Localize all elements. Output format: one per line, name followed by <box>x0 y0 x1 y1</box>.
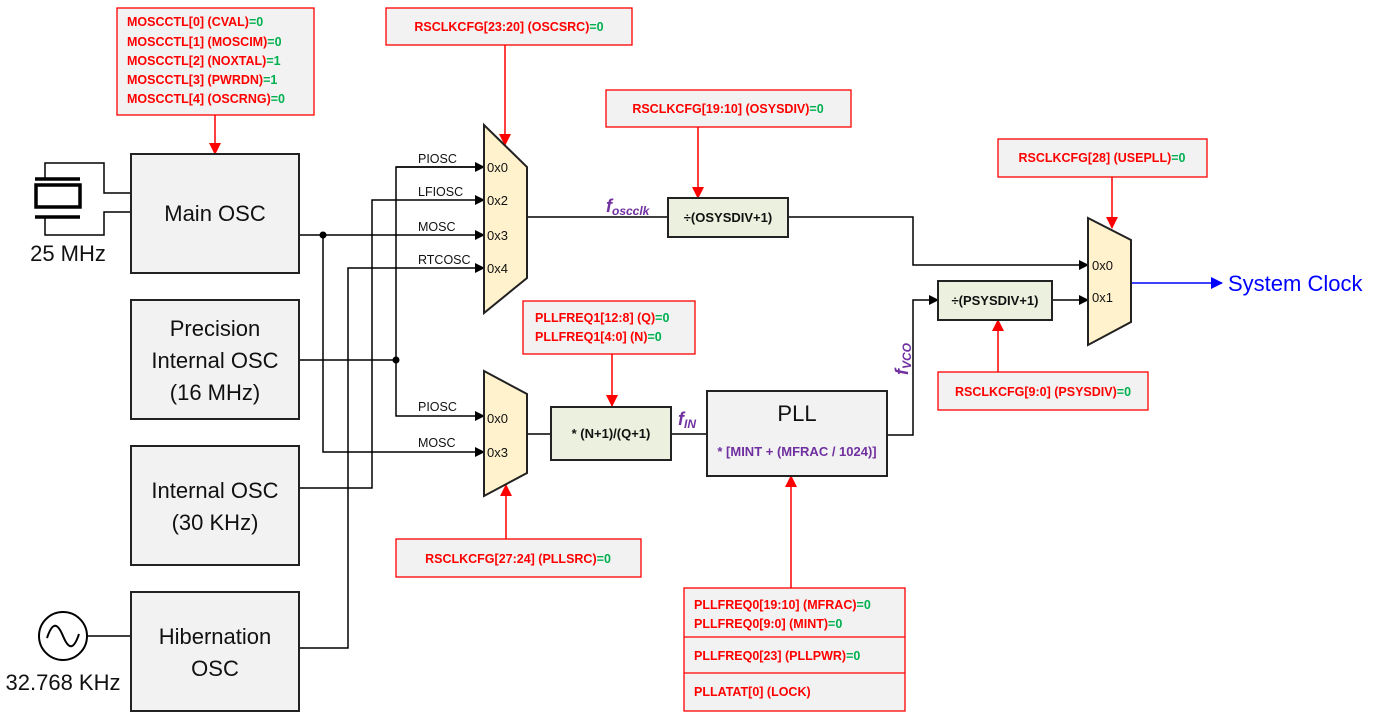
svg-text:MOSCCTL[1] (MOSCIM)=0: MOSCCTL[1] (MOSCIM)=0 <box>127 35 282 49</box>
signal-mosc: MOSC <box>418 220 456 234</box>
crystal-icon <box>34 177 82 219</box>
svg-text:(30 KHz): (30 KHz) <box>172 510 259 535</box>
register-osysdiv: RSCLKCFG[19:10] (OSYSDIV)=0 <box>605 89 852 128</box>
register-lock: PLLATAT[0] (LOCK) <box>694 685 811 699</box>
pll-block: PLL * [MINT + (MFRAC / 1024)] <box>706 390 888 477</box>
svg-text:0x1: 0x1 <box>1092 290 1113 305</box>
svg-text:0x4: 0x4 <box>487 261 508 276</box>
precision-internal-osc-block: Precision Internal OSC (16 MHz) <box>130 299 300 420</box>
svg-text:PLLFREQ1[4:0] (N)=0: PLLFREQ1[4:0] (N)=0 <box>535 330 662 344</box>
register-pllfreq1: PLLFREQ1[12:8] (Q)=0 PLLFREQ1[4:0] (N)=0 <box>522 300 696 355</box>
svg-text:0x2: 0x2 <box>487 193 508 208</box>
register-arrows <box>209 45 1118 588</box>
svg-text:0x3: 0x3 <box>487 228 508 243</box>
crystal-frequency: 25 MHz <box>30 241 106 266</box>
osc-source-mux: 0x0 0x2 0x3 0x4 <box>483 122 528 316</box>
signal-mosc-pll: MOSC <box>418 436 456 450</box>
system-clock-label: System Clock <box>1228 271 1363 296</box>
signal-piosc: PIOSC <box>418 152 457 166</box>
psysdiv-divider: ÷(PSYSDIV+1) <box>937 280 1053 321</box>
svg-text:(16 MHz): (16 MHz) <box>170 380 260 405</box>
svg-text:÷(PSYSDIV+1): ÷(PSYSDIV+1) <box>952 293 1039 308</box>
register-pllfreq0: PLLFREQ0[19:10] (MFRAC)=0 PLLFREQ0[9:0] … <box>683 587 906 712</box>
svg-text:MOSCCTL[4] (OSCRNG)=0: MOSCCTL[4] (OSCRNG)=0 <box>127 92 285 106</box>
svg-text:RSCLKCFG[9:0] (PSYSDIV)=0: RSCLKCFG[9:0] (PSYSDIV)=0 <box>955 385 1131 399</box>
svg-text:Internal OSC: Internal OSC <box>151 348 278 373</box>
svg-text:PLLFREQ0[9:0] (MINT)=0: PLLFREQ0[9:0] (MINT)=0 <box>694 617 842 631</box>
internal-osc-block: Internal OSC (30 KHz) <box>130 445 300 566</box>
signal-lfiosc: LFIOSC <box>418 185 463 199</box>
svg-text:Main OSC: Main OSC <box>164 201 266 226</box>
signal-fvco: fVCO <box>892 342 914 375</box>
wires <box>44 162 1223 649</box>
register-oscsrc: RSCLKCFG[23:20] (OSCSRC)=0 <box>385 7 633 46</box>
svg-text:* [MINT + (MFRAC / 1024)]: * [MINT + (MFRAC / 1024)] <box>717 444 876 459</box>
osysdiv-divider: ÷(OSYSDIV+1) <box>667 197 789 238</box>
signal-rtcosc: RTCOSC <box>418 253 471 267</box>
signal-fin: fIN <box>678 409 696 431</box>
svg-text:MOSCCTL[0] (CVAL)=0: MOSCCTL[0] (CVAL)=0 <box>127 15 263 29</box>
hibernation-frequency: 32.768 KHz <box>6 670 121 695</box>
pll-source-mux: 0x0 0x3 <box>483 369 528 498</box>
hibernation-osc-block: Hibernation OSC <box>130 591 300 712</box>
svg-text:RSCLKCFG[19:10] (OSYSDIV)=0: RSCLKCFG[19:10] (OSYSDIV)=0 <box>632 102 823 116</box>
svg-text:RSCLKCFG[27:24] (PLLSRC)=0: RSCLKCFG[27:24] (PLLSRC)=0 <box>425 552 611 566</box>
nq-divider: * (N+1)/(Q+1) <box>550 406 672 461</box>
svg-text:PLLFREQ0[19:10] (MFRAC)=0: PLLFREQ0[19:10] (MFRAC)=0 <box>694 598 871 612</box>
svg-text:MOSCCTL[2] (NOXTAL)=1: MOSCCTL[2] (NOXTAL)=1 <box>127 54 281 68</box>
svg-text:0x0: 0x0 <box>487 411 508 426</box>
svg-text:0x0: 0x0 <box>487 160 508 175</box>
svg-text:Internal OSC: Internal OSC <box>151 478 278 503</box>
svg-text:÷(OSYSDIV+1): ÷(OSYSDIV+1) <box>684 210 772 225</box>
svg-text:Precision: Precision <box>170 316 260 341</box>
svg-text:0x0: 0x0 <box>1092 258 1113 273</box>
register-usepll: RSCLKCFG[28] (USEPLL)=0 <box>997 138 1208 178</box>
signal-piosc-pll: PIOSC <box>418 400 457 414</box>
svg-text:RSCLKCFG[28] (USEPLL)=0: RSCLKCFG[28] (USEPLL)=0 <box>1018 151 1185 165</box>
main-osc-block: Main OSC <box>130 153 300 274</box>
svg-text:RSCLKCFG[23:20] (OSCSRC)=0: RSCLKCFG[23:20] (OSCSRC)=0 <box>414 20 603 34</box>
svg-text:Hibernation: Hibernation <box>159 624 272 649</box>
register-pllpwr: PLLFREQ0[23] (PLLPWR)=0 <box>694 649 860 663</box>
register-psysdiv: RSCLKCFG[9:0] (PSYSDIV)=0 <box>937 371 1149 411</box>
sine-source-icon <box>38 611 88 661</box>
system-clock-mux: 0x0 0x1 <box>1087 216 1132 347</box>
svg-text:PLL: PLL <box>777 401 816 426</box>
svg-text:* (N+1)/(Q+1): * (N+1)/(Q+1) <box>572 426 651 441</box>
svg-text:OSC: OSC <box>191 656 239 681</box>
svg-text:PLLFREQ1[12:8] (Q)=0: PLLFREQ1[12:8] (Q)=0 <box>535 311 669 325</box>
register-moscctl: MOSCCTL[0] (CVAL)=0 MOSCCTL[1] (MOSCIM)=… <box>116 7 315 116</box>
signal-fosc: foscclk <box>606 196 651 218</box>
svg-text:0x3: 0x3 <box>487 445 508 460</box>
svg-text:MOSCCTL[3] (PWRDN)=1: MOSCCTL[3] (PWRDN)=1 <box>127 73 277 87</box>
register-pllsrc: RSCLKCFG[27:24] (PLLSRC)=0 <box>395 538 642 578</box>
